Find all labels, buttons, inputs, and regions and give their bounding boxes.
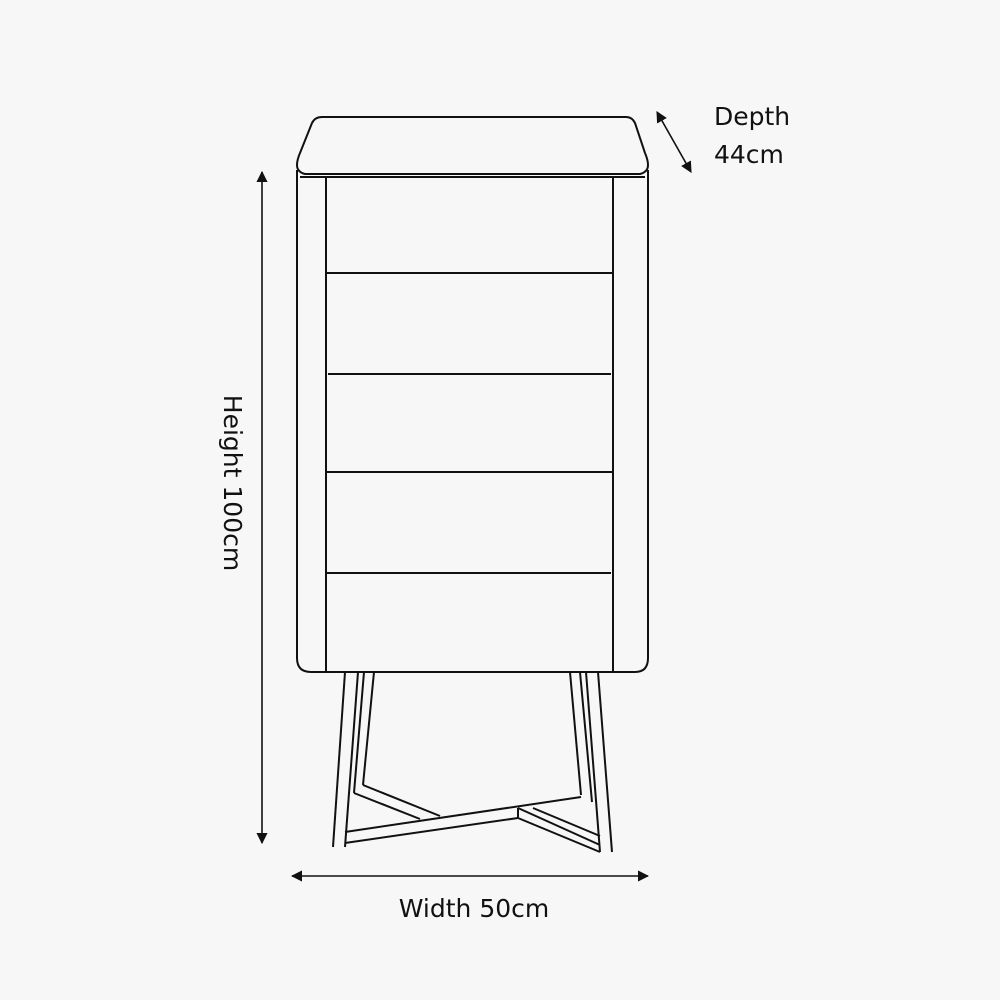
cabinet-top <box>296 116 649 175</box>
width-label: Width 50cm <box>398 894 550 923</box>
depth-label-value: 44cm <box>714 139 784 169</box>
cross-stretcher <box>344 784 601 853</box>
depth-label-title: Depth <box>714 102 791 131</box>
right-leg <box>569 671 613 853</box>
cabinet-body <box>296 170 649 673</box>
left-leg <box>332 671 375 848</box>
depth-dimension-arrow <box>656 111 692 173</box>
depth-label: Depth 44cm <box>714 98 790 173</box>
height-label: Height 100cm <box>217 394 247 572</box>
